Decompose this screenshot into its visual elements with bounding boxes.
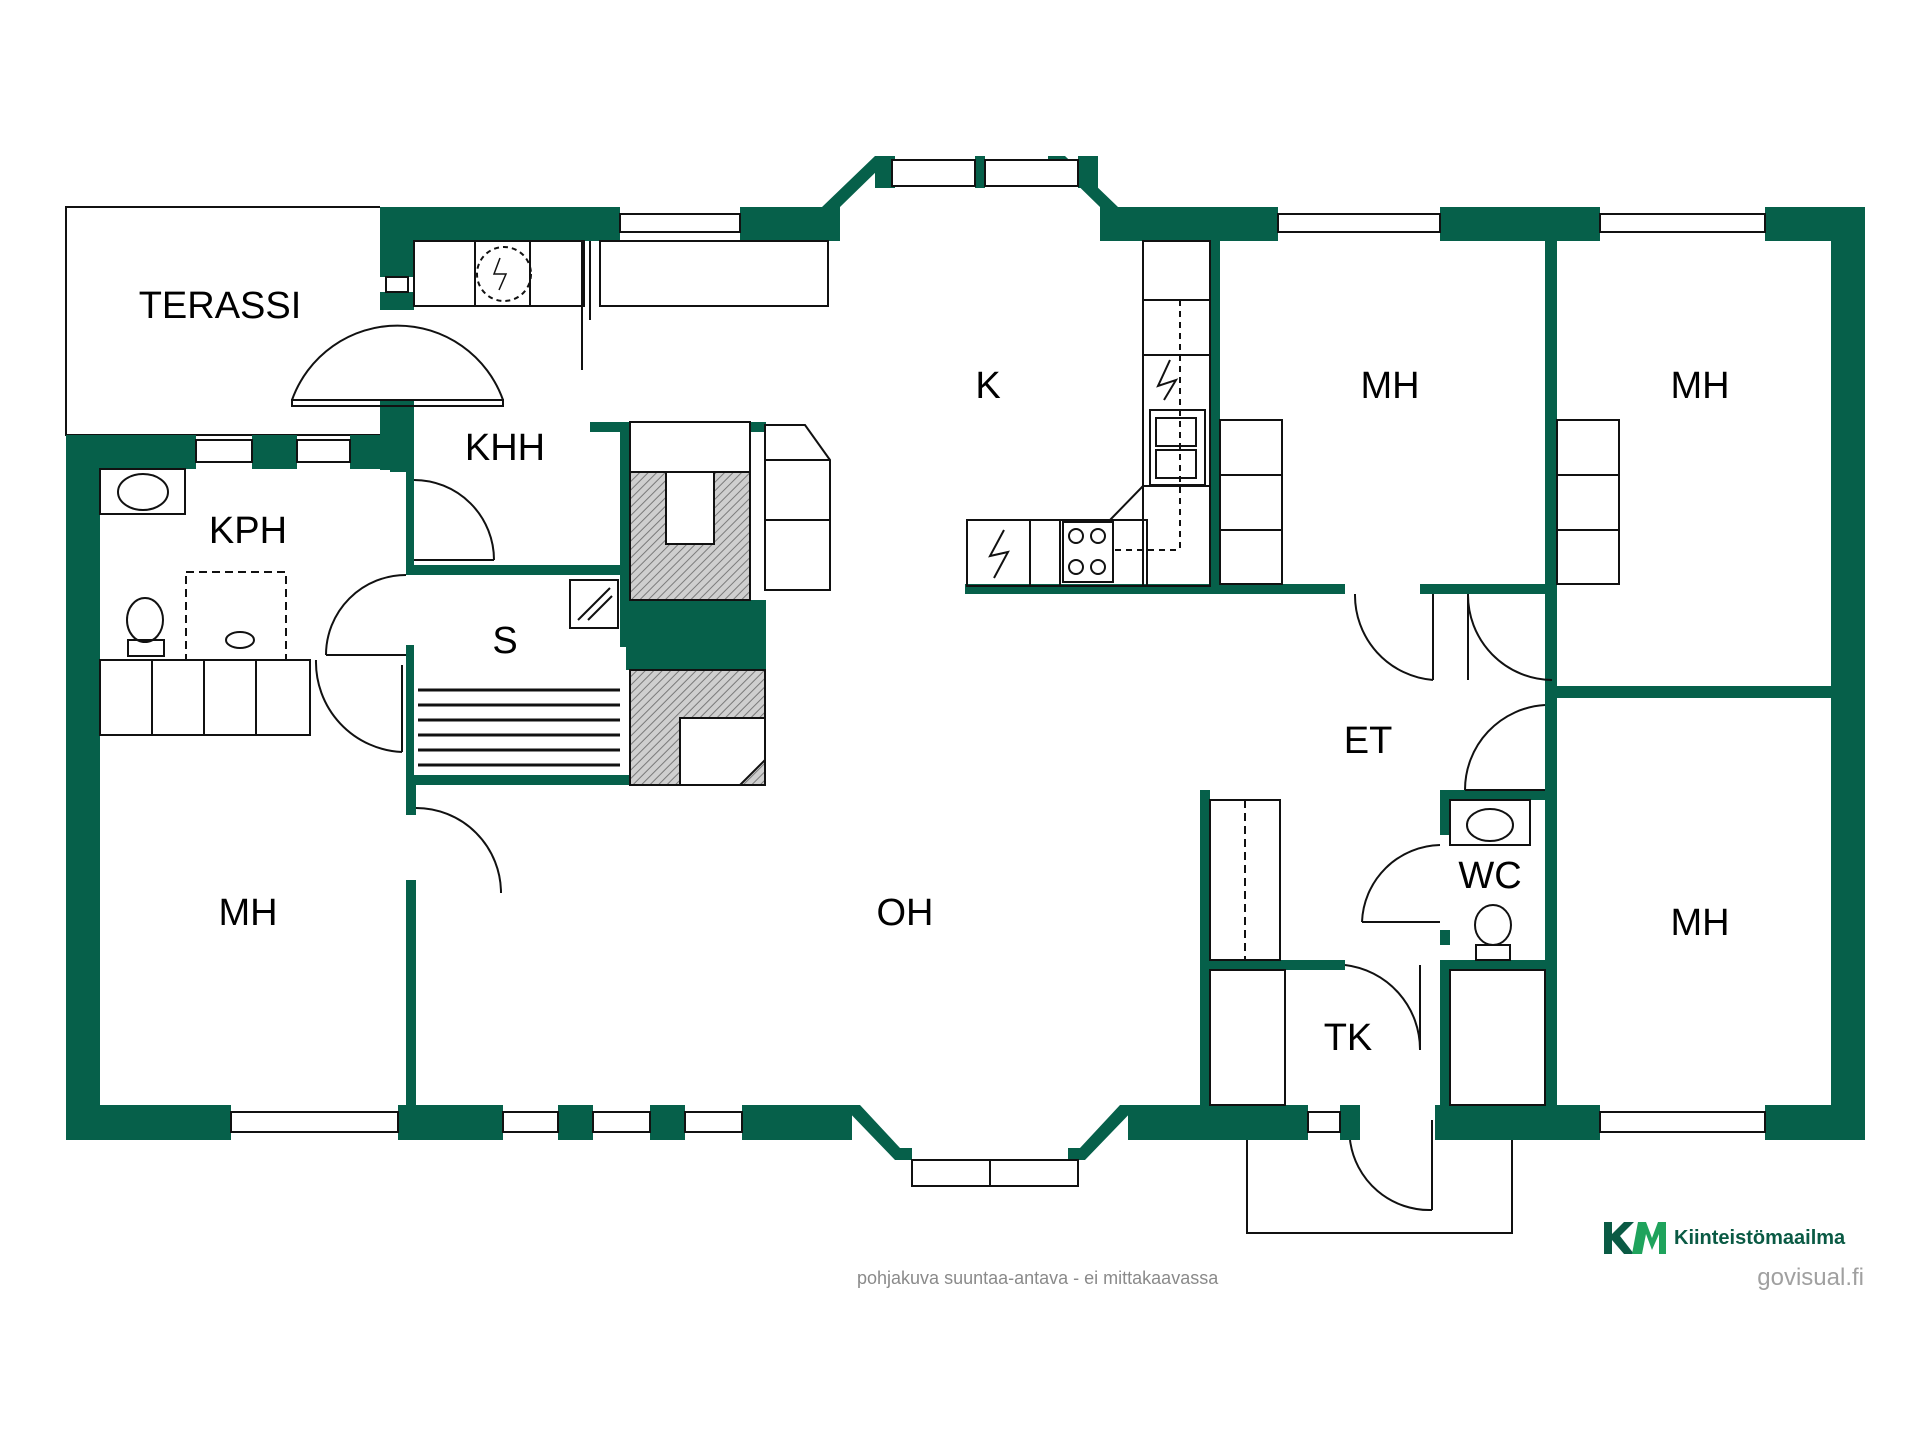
room-label-tk: TK [1324, 1017, 1373, 1059]
room-label-mh-top2: MH [1670, 365, 1729, 407]
kitchen-fixtures [413, 240, 1211, 587]
fireplace [629, 421, 831, 786]
interior-walls [406, 241, 1865, 1105]
room-label-terassi: TERASSI [139, 285, 302, 327]
credit-text: govisual.fi [1757, 1264, 1864, 1291]
outer-walls [66, 156, 1865, 1160]
wardrobes [1209, 419, 1620, 1106]
km-logo-icon [1604, 1222, 1666, 1254]
bathroom-fixtures [99, 468, 1531, 961]
room-label-kph: KPH [209, 510, 287, 552]
room-label-et: ET [1344, 720, 1393, 762]
terrace-outline [65, 206, 380, 436]
brand-name: Kiinteistömaailma [1674, 1226, 1846, 1249]
room-label-oh: OH [877, 892, 934, 934]
room-label-mh-right: MH [1670, 902, 1729, 944]
disclaimer-note: pohjakuva suuntaa-antava - ei mittakaava… [857, 1268, 1219, 1288]
room-label-s: S [492, 620, 517, 662]
room-label-wc: WC [1458, 855, 1521, 897]
room-label-k: K [975, 365, 1000, 407]
sauna-bench [418, 579, 620, 767]
room-labels: TERASSI K MH MH KHH KPH S ET WC MH OH MH… [139, 285, 1730, 1059]
entry-porch [1246, 1140, 1513, 1234]
room-label-khh: KHH [465, 427, 545, 469]
doors [291, 324, 1553, 1212]
windows [195, 159, 1766, 1187]
room-label-mh-left: MH [218, 892, 277, 934]
brand-logo: Kiinteistömaailma [1602, 1218, 1845, 1258]
room-label-mh-top1: MH [1360, 365, 1419, 407]
